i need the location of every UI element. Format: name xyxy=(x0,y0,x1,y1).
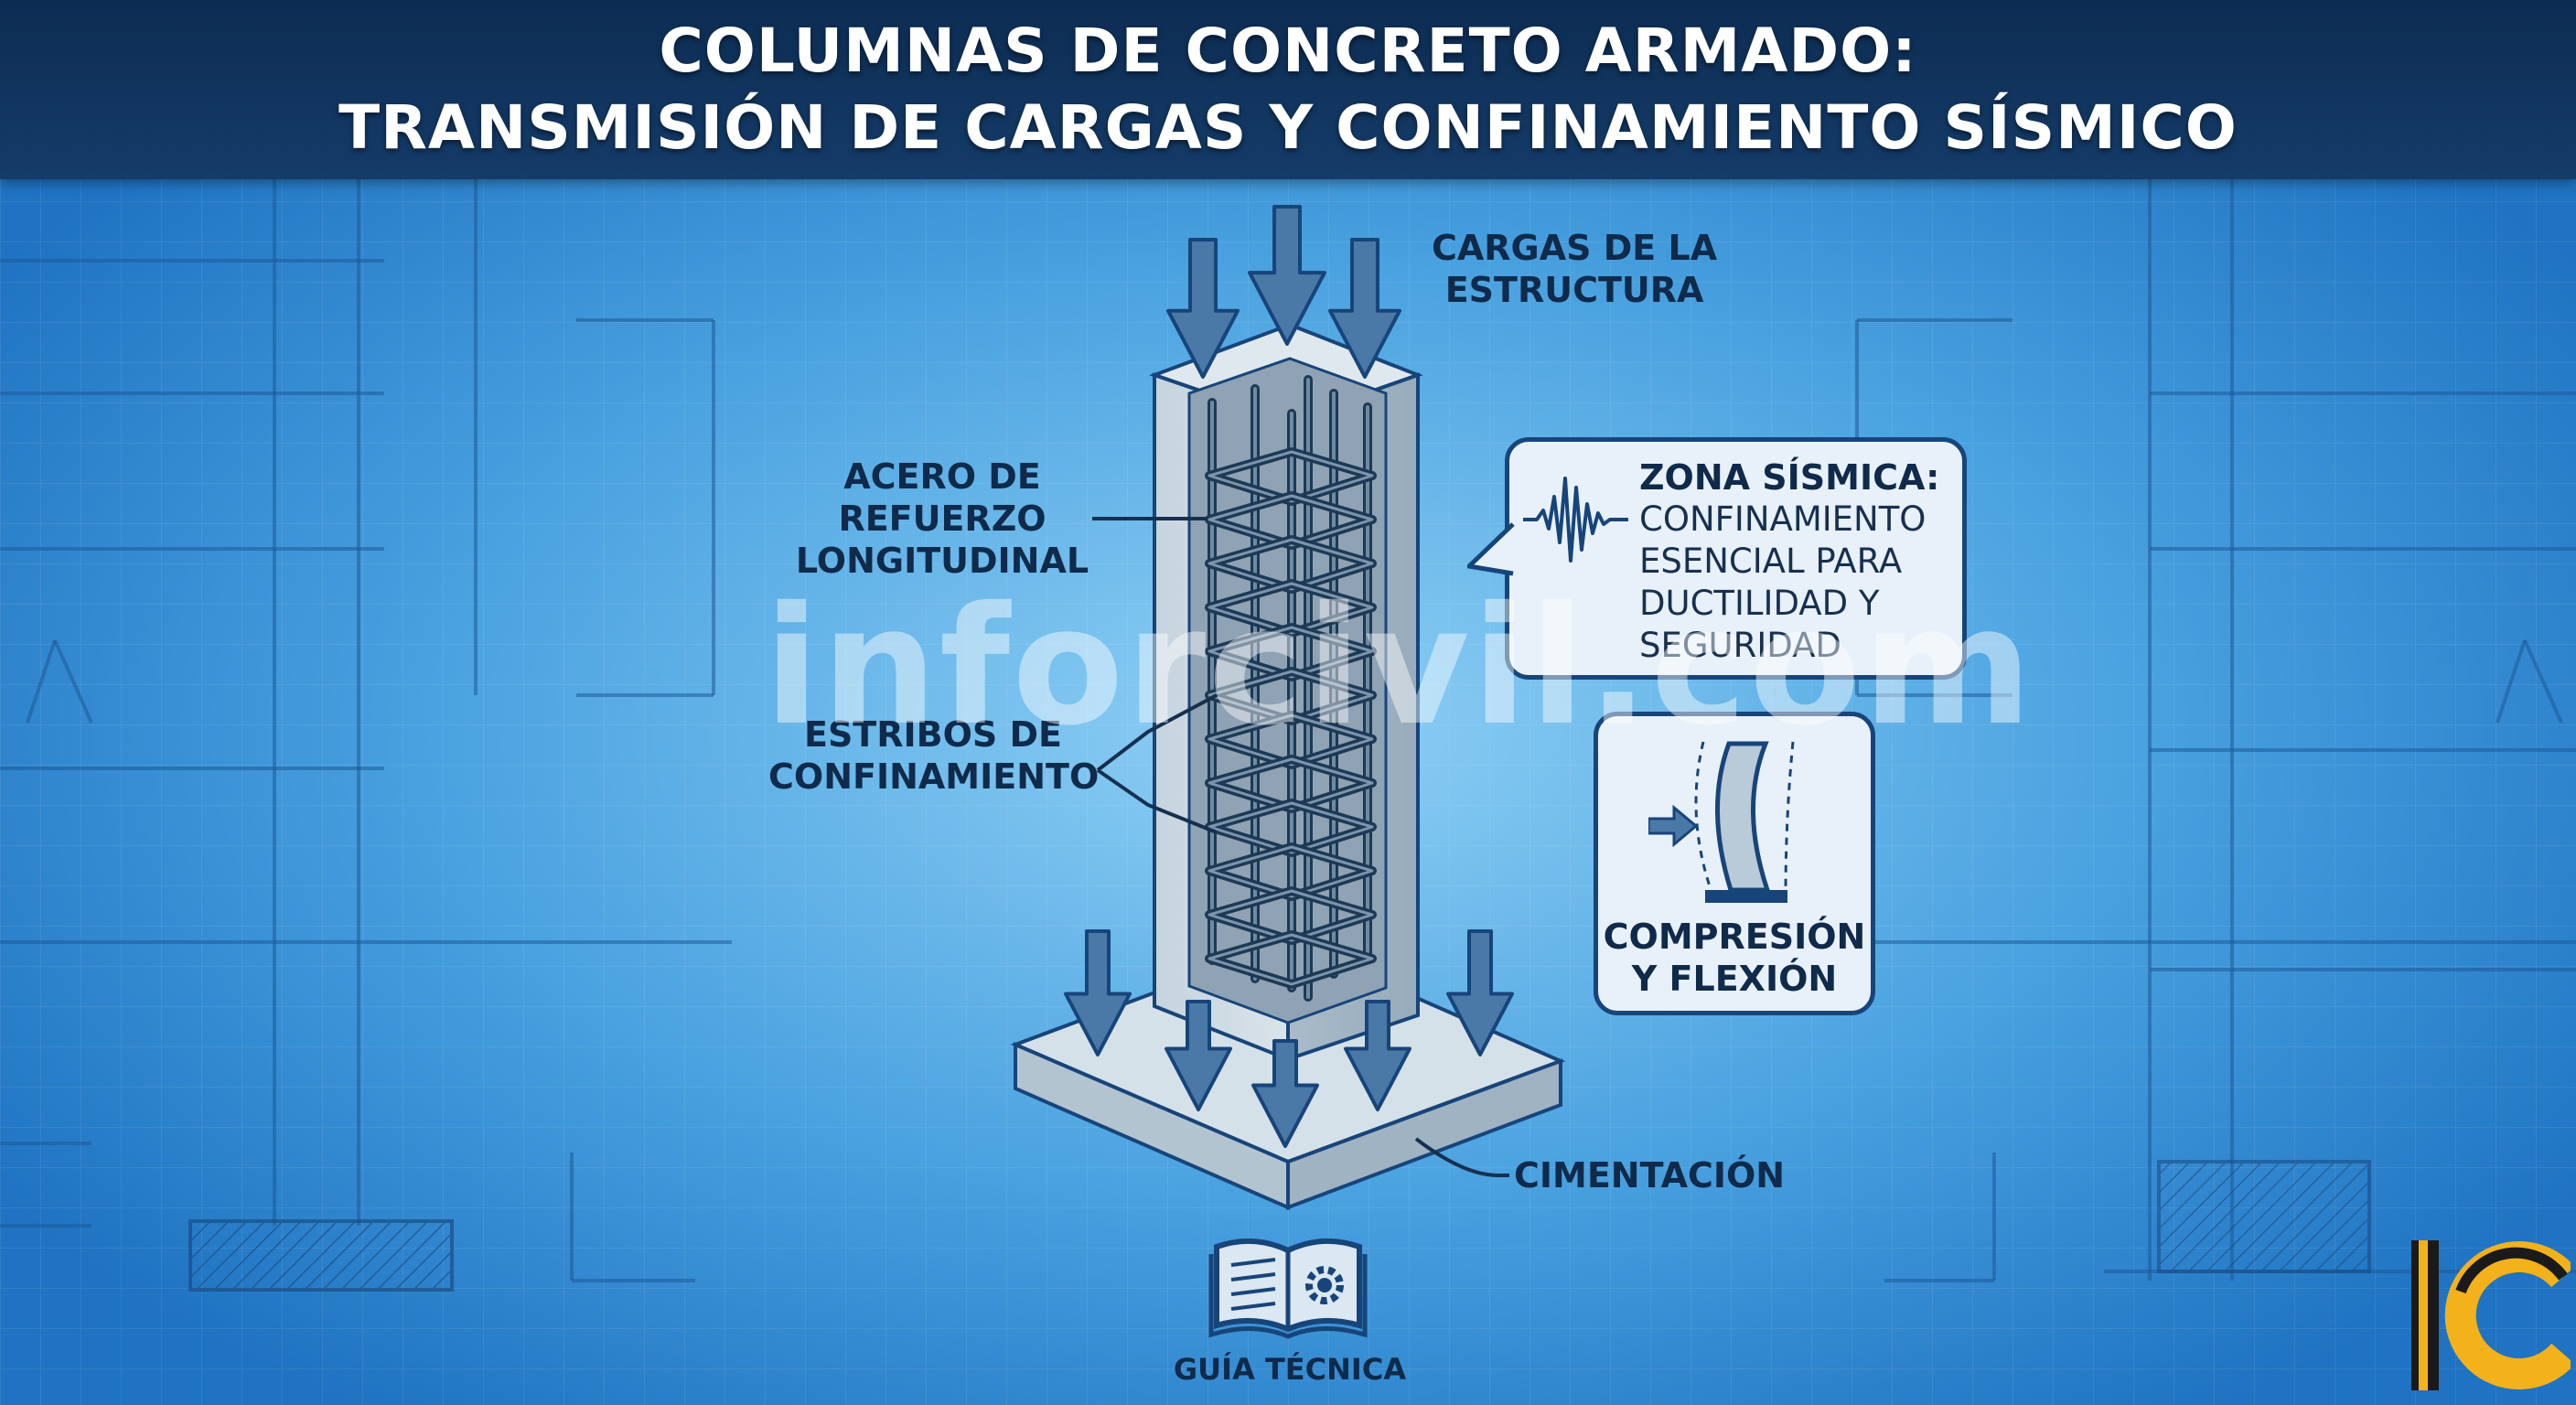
loads-label: CARGAS DE LA ESTRUCTURA xyxy=(1432,227,1717,311)
load-arrow xyxy=(1446,929,1514,1056)
longitudinal-steel-line-1: ACERO DE xyxy=(843,456,1041,497)
load-arrows xyxy=(1064,205,1514,1148)
seismic-callout-title: ZONA SÍSMICA: xyxy=(1639,457,1940,498)
seismic-zone-callout: ZONA SÍSMICA: CONFINAMIENTO ESENCIAL PAR… xyxy=(1467,437,1967,680)
seismic-callout-line-3: DUCTILIDAD Y xyxy=(1639,584,1880,623)
longitudinal-steel-line-2: REFUERZO xyxy=(838,499,1046,539)
bending-column-icon xyxy=(1648,741,1795,903)
title-banner: COLUMNAS DE CONCRETO ARMADO: TRANSMISIÓN… xyxy=(0,0,2576,179)
seismic-callout-line-2: ESENCIAL PARA xyxy=(1639,542,1903,581)
ic-logo-icon xyxy=(2411,1240,2571,1390)
stirrup-hoop xyxy=(1208,538,1374,591)
stirrup-hoop xyxy=(1208,801,1374,854)
guide-label: GUÍA TÉCNICA xyxy=(1173,1352,1407,1387)
stirrups-label-line-2: CONFINAMIENTO xyxy=(768,756,1100,797)
stirrup-hoop xyxy=(1208,933,1374,986)
load-arrow xyxy=(1064,929,1132,1056)
book-gear-icon xyxy=(1208,1238,1368,1339)
seismic-callout-line-1: CONFINAMIENTO xyxy=(1639,499,1927,539)
stirrup-hoop xyxy=(1208,713,1374,767)
stirrup-hoop xyxy=(1208,582,1374,635)
load-arrow xyxy=(1251,1039,1319,1148)
longitudinal-steel-label: ACERO DE REFUERZO LONGITUDINAL xyxy=(787,456,1098,582)
loads-label-line-2: ESTRUCTURA xyxy=(1444,270,1704,310)
stirrup-hoop xyxy=(1208,670,1374,723)
stirrup-hoop xyxy=(1208,626,1374,679)
seismic-callout-line-4: SEGURIDAD xyxy=(1639,626,1841,665)
load-arrow xyxy=(1165,1000,1232,1111)
foundation-label: CIMENTACIÓN xyxy=(1514,1155,1786,1196)
force-arrow-icon xyxy=(1648,804,1699,848)
compression-bending-callout: COMPRESIÓN Y FLEXIÓN xyxy=(1594,712,1875,1015)
stirrups-label: ESTRIBOS DE CONFINAMIENTO xyxy=(768,713,1100,798)
stirrup-hoop xyxy=(1208,889,1374,942)
watermark: inforcivil.com xyxy=(764,572,2034,761)
load-arrow xyxy=(1166,238,1240,379)
seismic-wave-icon xyxy=(1523,477,1628,563)
stirrup-hoop xyxy=(1208,450,1374,503)
loads-label-line-1: CARGAS DE LA xyxy=(1432,228,1718,268)
compression-callout-line-2: Y FLEXIÓN xyxy=(1631,959,1838,999)
leader-lines xyxy=(1092,517,1509,1177)
stirrups-label-line-1: ESTRIBOS DE xyxy=(803,714,1062,755)
callout-pointer xyxy=(1467,522,1515,576)
load-arrow xyxy=(1248,205,1326,346)
title-line-1: COLUMNAS DE CONCRETO ARMADO: xyxy=(659,16,1917,86)
stirrup-hoop xyxy=(1208,757,1374,810)
stirrup-hoop xyxy=(1208,494,1374,547)
rebar-cage xyxy=(1205,375,1377,1002)
stirrup-hoop xyxy=(1208,845,1374,898)
load-arrow xyxy=(1328,238,1401,379)
title-line-2: TRANSMISIÓN DE CARGAS Y CONFINAMIENTO SÍ… xyxy=(338,92,2238,163)
compression-callout-line-1: COMPRESIÓN xyxy=(1603,917,1866,957)
load-arrow xyxy=(1344,1000,1411,1111)
longitudinal-steel-line-3: LONGITUDINAL xyxy=(795,541,1089,581)
